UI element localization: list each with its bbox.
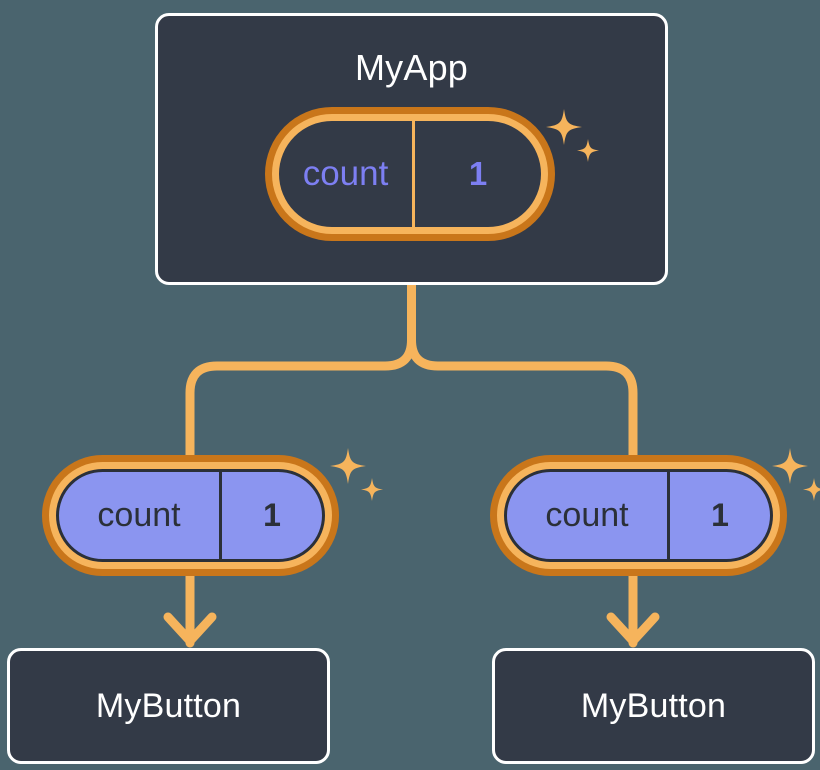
state-value-label: 1 bbox=[412, 121, 541, 227]
state-value-label: 1 bbox=[667, 472, 770, 559]
state-pill-inner-ring: count 1 bbox=[272, 114, 548, 234]
branch-connector-icon bbox=[407, 280, 638, 467]
state-pill-ring: count 1 bbox=[42, 455, 339, 576]
state-value-label: 1 bbox=[219, 472, 322, 559]
state-pill-body: count 1 bbox=[504, 469, 773, 562]
state-key-label: count bbox=[545, 496, 629, 534]
sparkle-four-point-small-icon bbox=[361, 478, 383, 501]
state-pill-child-left[interactable]: count 1 bbox=[42, 455, 339, 576]
branch-connector-icon bbox=[185, 280, 416, 467]
state-pill-body: count 1 bbox=[279, 121, 541, 227]
state-pill-ring: count 1 bbox=[265, 107, 555, 241]
component-title: MyButton bbox=[95, 687, 242, 725]
sparkle-four-point-small-icon bbox=[803, 478, 820, 501]
component-title: MyButton bbox=[580, 687, 727, 725]
state-pill-body: count 1 bbox=[56, 469, 325, 562]
state-pill-myapp[interactable]: count 1 bbox=[265, 107, 555, 241]
component-card-mybutton-right[interactable]: MyButton bbox=[492, 648, 815, 764]
state-pill-child-right[interactable]: count 1 bbox=[490, 455, 787, 576]
component-card-mybutton-left[interactable]: MyButton bbox=[7, 648, 330, 764]
state-key-label: count bbox=[97, 496, 181, 534]
state-pill-ring: count 1 bbox=[490, 455, 787, 576]
arrow-down-icon bbox=[606, 612, 660, 646]
state-pill-inner-ring: count 1 bbox=[49, 462, 332, 569]
state-key-label: count bbox=[302, 154, 389, 193]
page-title: MyApp bbox=[354, 47, 469, 88]
state-pill-inner-ring: count 1 bbox=[497, 462, 780, 569]
arrow-down-icon bbox=[163, 612, 217, 646]
